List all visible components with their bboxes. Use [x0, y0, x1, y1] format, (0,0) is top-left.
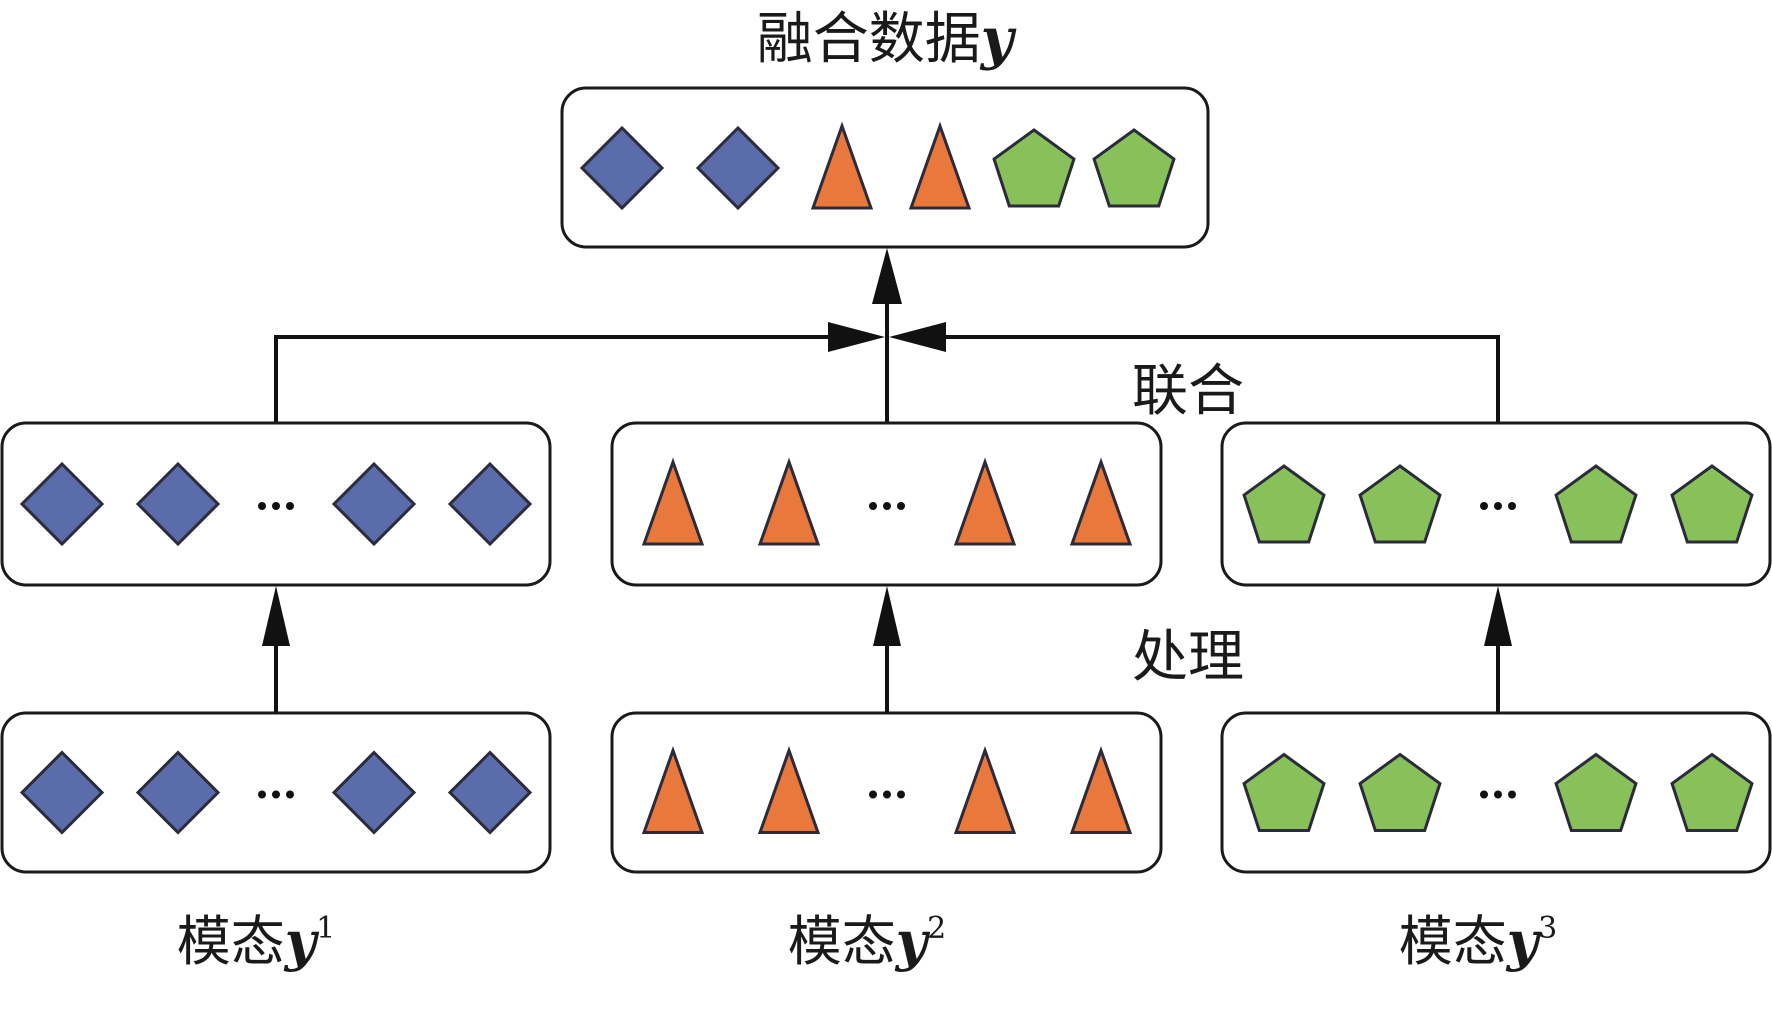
arrowhead-up-process [1484, 586, 1512, 646]
pentagon-shape [1358, 752, 1442, 832]
pentagon-shape [1242, 464, 1326, 544]
processed-modality-box-2 [610, 421, 1163, 587]
pentagon-shape [1242, 752, 1326, 832]
diamond-shape [135, 461, 221, 547]
triangle-shape [1069, 746, 1133, 834]
diamond-shape [135, 750, 221, 835]
modality-label-3: 模态y3 [1399, 909, 1557, 973]
diamond-shape [695, 125, 781, 211]
triangle-shape [953, 746, 1017, 834]
modality-rows: 模态y1 模态y2 模态y3 [0, 421, 1772, 973]
join-label: 联合 [1132, 359, 1244, 424]
connector-right [914, 335, 1500, 423]
ellipsis-dots [1480, 502, 1516, 510]
connectors [274, 282, 1500, 423]
triangle-shape [810, 121, 874, 210]
processed-modality-box-1 [0, 421, 552, 587]
ellipsis-dots [869, 790, 905, 799]
connector-left [274, 335, 860, 423]
arrowhead-up-process [873, 586, 901, 646]
processed-modality-box-3 [1220, 421, 1772, 587]
diamond-shape [331, 461, 417, 547]
triangle-shape [641, 746, 705, 834]
ellipsis-dots [869, 502, 905, 510]
pentagon-shape [1554, 464, 1638, 544]
triangle-shape [757, 457, 821, 546]
triangle-shape [1069, 457, 1133, 546]
triangle-shape [908, 121, 972, 210]
pentagon-shape [992, 128, 1076, 208]
pentagon-shape [1358, 464, 1442, 544]
triangle-shape [641, 457, 705, 546]
diamond-shape [579, 125, 665, 211]
modality-label-1: 模态y1 [177, 909, 335, 973]
diamond-shape [19, 750, 105, 835]
raw-modality-box-3 [1220, 711, 1772, 874]
ellipsis-dots [258, 790, 294, 799]
pentagon-shape [1092, 128, 1176, 208]
diamond-shape [19, 461, 105, 547]
pentagon-shape [1554, 752, 1638, 832]
triangle-shape [953, 457, 1017, 546]
arrowheads [828, 248, 946, 352]
raw-modality-box-1 [0, 711, 552, 874]
ellipsis-dots [258, 502, 294, 510]
arrowhead-up-process [262, 586, 290, 646]
arrowhead-left-join [889, 322, 946, 352]
triangle-shape [757, 746, 821, 834]
fused-data-title: 融合数据y [757, 6, 1017, 72]
fused-shapes [579, 121, 1176, 211]
modality-label-2: 模态y2 [788, 909, 946, 973]
diamond-shape [331, 750, 417, 835]
diamond-shape [447, 461, 533, 547]
arrowhead-up-fused [872, 248, 902, 304]
arrowhead-right-join [828, 322, 885, 352]
process-label: 处理 [1132, 625, 1244, 690]
raw-modality-box-2 [610, 711, 1163, 874]
pentagon-shape [1670, 464, 1754, 544]
diamond-shape [447, 750, 533, 835]
pentagon-shape [1670, 752, 1754, 832]
ellipsis-dots [1480, 790, 1516, 799]
